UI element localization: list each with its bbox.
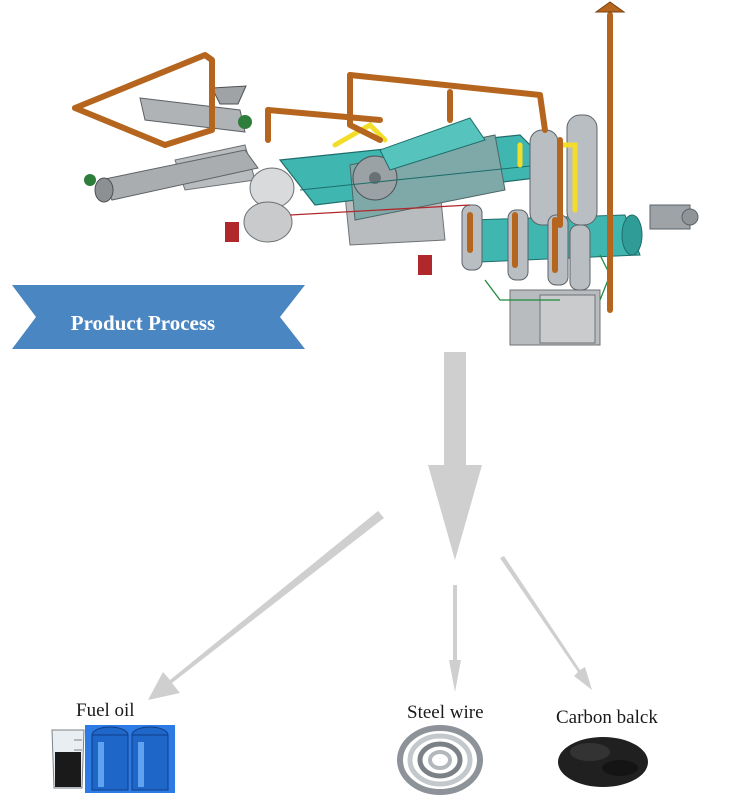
arrow-to-carbon-black	[500, 556, 592, 690]
yellow-pipes	[332, 121, 578, 213]
arrow-to-fuel-oil	[148, 511, 384, 700]
furnace-drums	[225, 167, 432, 275]
brown-pipe-network	[72, 12, 613, 313]
steel-wire-label: Steel wire	[407, 702, 484, 723]
arrow-to-steel-wire	[449, 585, 461, 692]
flow-arrows	[148, 352, 592, 700]
main-down-arrow	[428, 352, 482, 560]
main-reactor	[278, 117, 562, 221]
feeder-conveyor	[84, 85, 259, 203]
fuel-oil-label: Fuel oil	[76, 700, 135, 721]
carbon-black-label: Carbon balck	[556, 707, 658, 728]
banner-title: Product Process	[70, 311, 216, 335]
steel-wire-coil-image	[397, 725, 483, 795]
pyrolysis-plant-illustration	[72, 1, 699, 346]
carbon-black-powder-image	[558, 737, 648, 787]
chimney-cap	[594, 1, 626, 13]
product-process-banner-ribbon	[12, 285, 305, 349]
fuel-oil-drums-image	[51, 725, 175, 793]
